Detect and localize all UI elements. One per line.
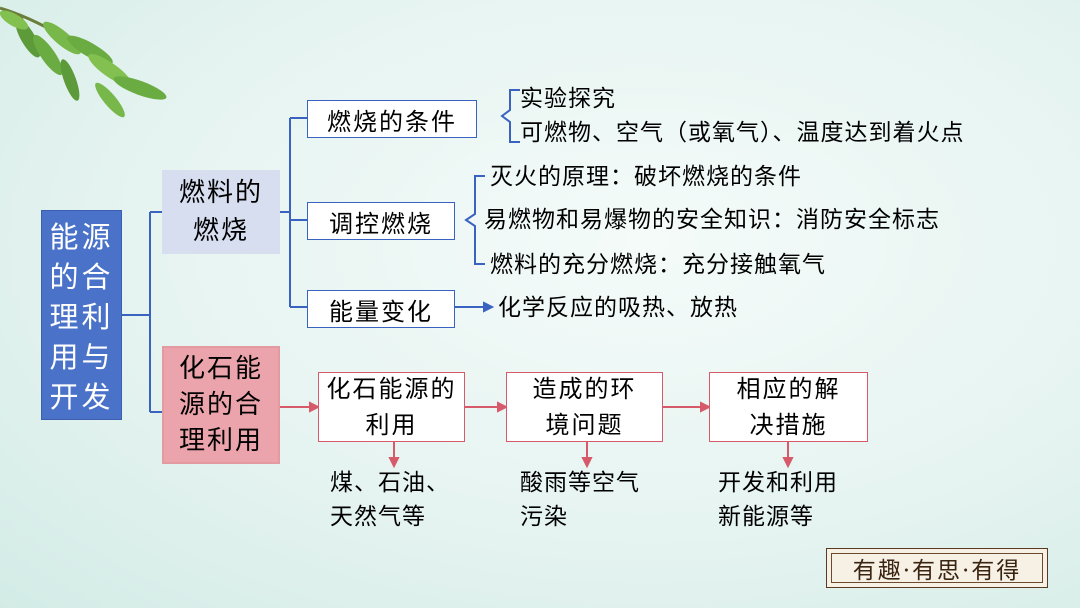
combustion-bracket [280,117,307,308]
combustion-branch-label: 燃料的燃烧 [178,178,263,246]
note-fossil-fuels: 煤、石油、天然气等 [330,470,450,530]
root-node: 能源的合理利用与开发 [41,210,122,420]
flow-environment-problem-label: 造成的环境问题 [532,375,637,439]
node-combustion-conditions-label: 燃烧的条件 [327,107,457,136]
fossil-branch-node: 化石能源的合理利用 [162,346,280,464]
control-brace [464,175,485,265]
detail-heat-exchange: 化学反应的吸热、放热 [498,295,738,321]
node-control-combustion-label: 调控燃烧 [329,209,433,238]
condition-brace [500,89,520,143]
flow-solution-label: 相应的解决措施 [736,375,841,439]
detail-extinguish-principle: 灭火的原理：破坏燃烧的条件 [490,164,802,190]
root-label: 能源的合理利用与开发 [49,220,114,414]
note-acid-rain: 酸雨等空气污染 [520,470,640,530]
combustion-branch-node: 燃料的燃烧 [162,170,280,254]
root-bracket [122,211,162,413]
node-energy-change: 能量变化 [307,290,455,328]
flow-fossil-use-label: 化石能源的利用 [326,375,457,439]
motto-stamp-text: 有趣·有思·有得 [852,558,1022,584]
detail-conditions: 可燃物、空气（或氧气）、温度达到着火点 [520,120,965,146]
fossil-branch-label: 化石能源的合理利用 [178,354,263,456]
detail-full-combustion: 燃料的充分燃烧：充分接触氧气 [490,252,826,278]
note-new-energy: 开发和利用新能源等 [718,470,838,530]
flow-environment-problem: 造成的环境问题 [506,372,663,442]
detail-experiment: 实验探究 [520,86,616,112]
flow-solution: 相应的解决措施 [709,372,868,442]
node-combustion-conditions: 燃烧的条件 [307,100,477,138]
flow-fossil-use: 化石能源的利用 [318,372,465,442]
motto-stamp: 有趣·有思·有得 [826,548,1048,588]
willow-branch-decoration [0,6,167,118]
node-control-combustion: 调控燃烧 [307,202,455,240]
detail-safety-knowledge: 易燃物和易爆物的安全知识：消防安全标志 [484,207,940,233]
node-energy-change-label: 能量变化 [329,297,433,326]
